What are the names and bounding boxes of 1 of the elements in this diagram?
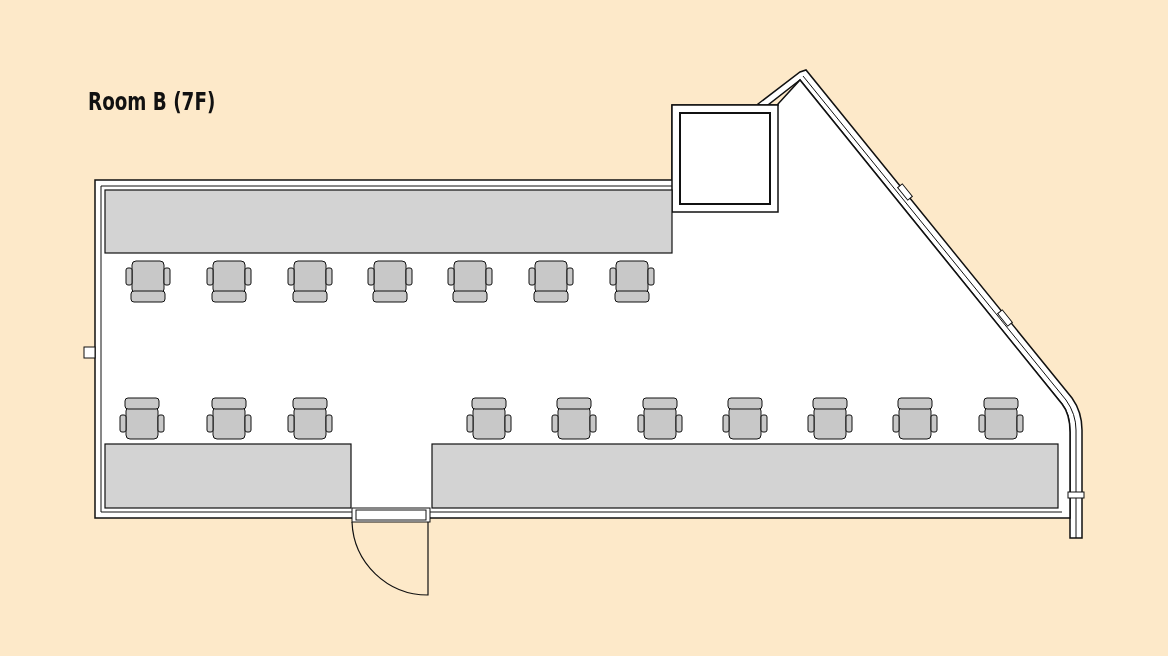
title: Room B (7F) bbox=[88, 88, 216, 116]
